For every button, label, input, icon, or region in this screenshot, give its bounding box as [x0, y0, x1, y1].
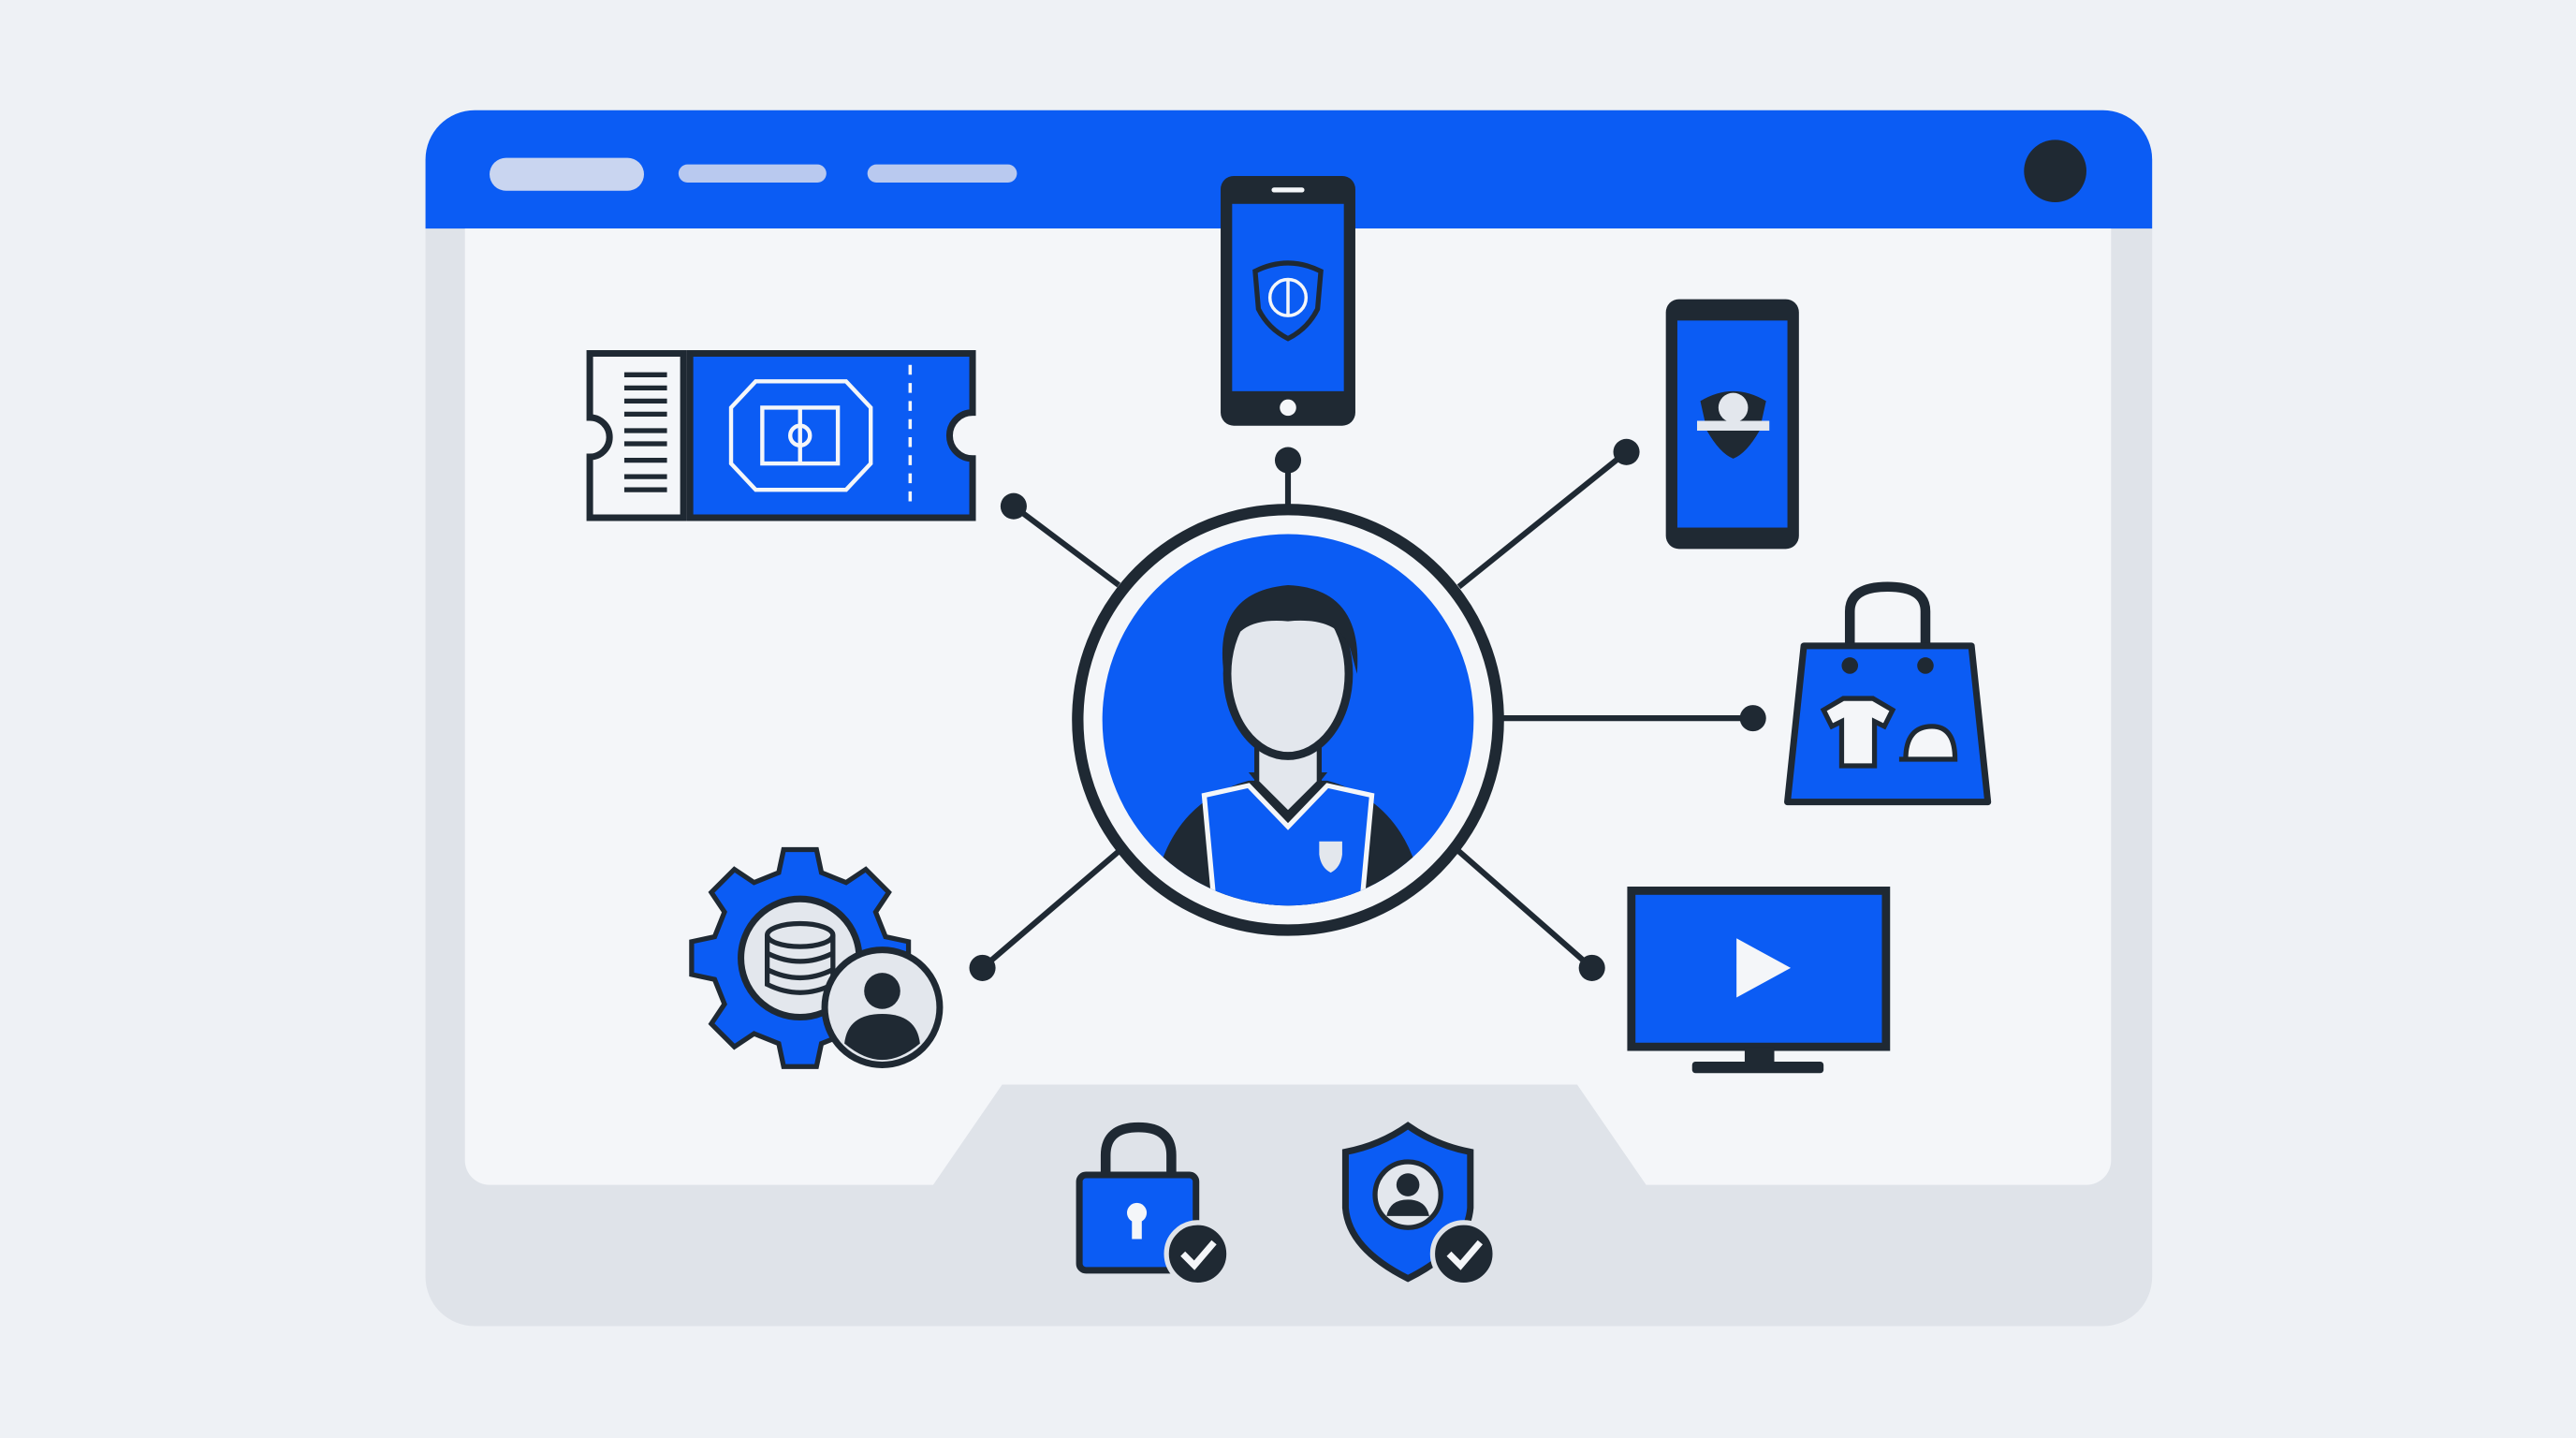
user-avatar-icon[interactable] — [1072, 504, 1504, 936]
check-badge-icon — [1429, 1220, 1498, 1288]
mobile-app-icon[interactable] — [1665, 299, 1799, 550]
connector-phone — [1456, 449, 1629, 590]
tab-placeholder[interactable] — [678, 164, 827, 183]
cap-icon — [1898, 724, 1958, 762]
title-bar — [425, 110, 2153, 229]
ticket-icon[interactable] — [586, 349, 976, 521]
connector-gear — [980, 848, 1121, 971]
user-circle-icon — [821, 946, 944, 1068]
connector-ticket — [1012, 504, 1121, 588]
window-control-dot[interactable] — [2024, 139, 2086, 203]
tshirt-icon — [1820, 696, 1896, 769]
mobile-app-icon[interactable] — [1221, 175, 1355, 426]
connector-lines — [969, 438, 1766, 981]
play-icon — [1736, 938, 1792, 998]
settings-database-user-icon[interactable] — [689, 846, 944, 1069]
shield-user-verified-icon[interactable] — [1341, 1122, 1498, 1288]
tab-placeholder[interactable] — [867, 164, 1017, 183]
check-badge-icon — [1164, 1220, 1232, 1288]
lock-verified-icon[interactable] — [1076, 1122, 1232, 1288]
stadium-icon — [728, 379, 873, 492]
shopping-bag-icon[interactable] — [1784, 581, 1992, 806]
barcode — [623, 372, 667, 492]
video-tv-icon[interactable] — [1627, 887, 1891, 1074]
tab-placeholder[interactable] — [490, 157, 644, 191]
database-icon — [765, 920, 836, 995]
connector-tv — [1456, 848, 1594, 971]
